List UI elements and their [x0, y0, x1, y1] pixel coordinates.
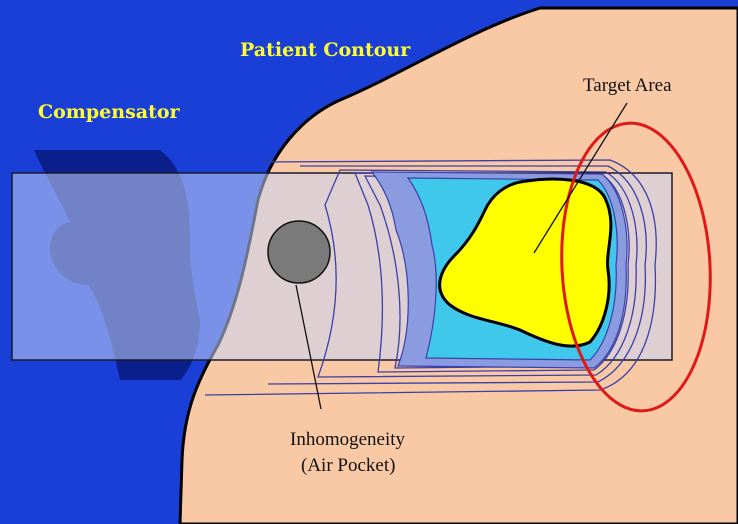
air-pocket	[268, 221, 330, 283]
inhomogeneity-label-line2: (Air Pocket)	[301, 455, 395, 476]
inhomogeneity-label-line1: Inhomogeneity	[290, 429, 406, 450]
target-area-label: Target Area	[583, 75, 672, 96]
compensator-label: Compensator	[38, 101, 181, 123]
patient-contour-label: Patient Contour	[240, 39, 411, 61]
